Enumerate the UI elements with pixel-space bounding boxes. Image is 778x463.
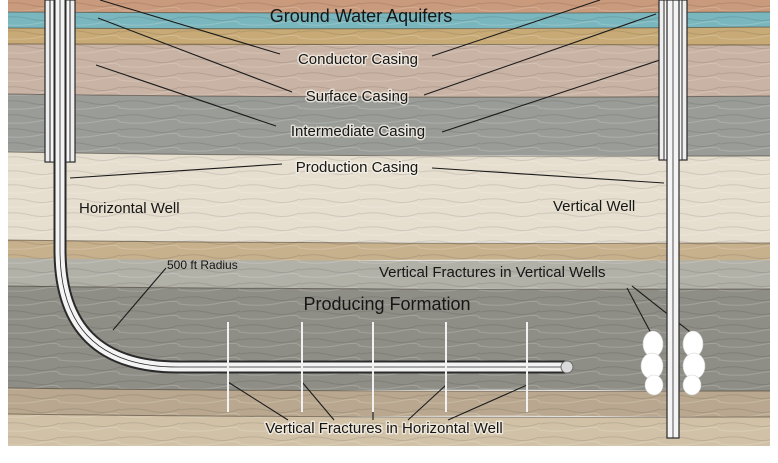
horizontal-well [44, 0, 574, 374]
vertical-well [640, 0, 706, 439]
label-intermediate-casing: Intermediate Casing [291, 123, 425, 140]
label-producing-formation: Producing Formation [303, 294, 470, 314]
label-horizontal-well: Horizontal Well [79, 200, 180, 217]
label-vertical-fractures-horizontal-well: Vertical Fractures in Horizontal Well [265, 420, 502, 437]
labels: Ground Water Aquifers Conductor Casing S… [79, 6, 635, 439]
label-conductor-casing: Conductor Casing [298, 51, 418, 68]
label-vertical-fractures-vertical-wells: Vertical Fractures in Vertical Wells [379, 264, 605, 281]
horizontal-well-centerline [59, 0, 565, 368]
horizontal-well-fractures [227, 322, 528, 412]
label-vertical-well: Vertical Well [553, 198, 635, 215]
label-500-ft-radius: 500 ft Radius [167, 258, 238, 272]
label-ground-water-aquifers: Ground Water Aquifers [270, 6, 452, 26]
label-production-casing: Production Casing [296, 159, 419, 176]
horizontal-well-toe [560, 360, 574, 374]
label-surface-casing: Surface Casing [306, 88, 409, 105]
leader-lines [69, 0, 695, 421]
fracture-cluster-icon [640, 330, 706, 396]
